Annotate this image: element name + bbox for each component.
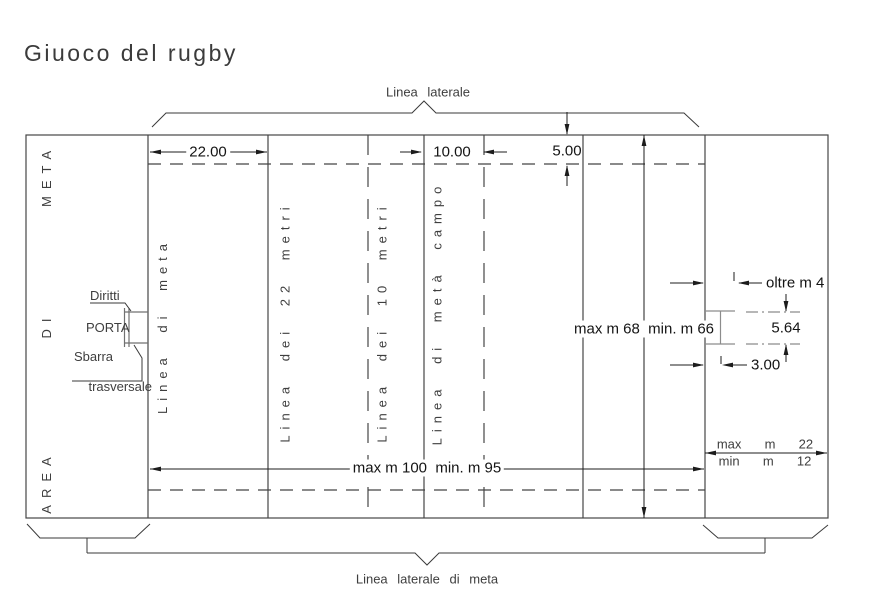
- goal-right: [705, 310, 800, 345]
- dim-ingoal-min-text: min m 12: [718, 453, 812, 469]
- dim-300-text: 3.00: [751, 356, 781, 374]
- top-brace: [151, 100, 700, 128]
- goal-left: [123, 308, 148, 347]
- arrowhead: [783, 344, 789, 355]
- arrowhead: [256, 149, 267, 155]
- arrowhead: [816, 450, 827, 456]
- sbarra-leader: [72, 344, 143, 382]
- arrowhead: [693, 362, 704, 368]
- goal-left-leaders: [72, 302, 143, 382]
- arrowhead: [641, 507, 647, 518]
- goal-label: PORTA: [86, 320, 130, 335]
- dim-length-text: max m 100 min. m 95: [349, 459, 505, 477]
- bottom-brace: [87, 552, 765, 566]
- drawing-title: Giuoco del rugby: [24, 40, 238, 66]
- goal-line-label: Linea di meta: [155, 237, 170, 415]
- line-10m-label: Linea dei 10 metri: [374, 201, 390, 443]
- dim-564-text: 5.64: [771, 319, 801, 337]
- dim-5m-text: 5.00: [552, 142, 582, 160]
- crossbar-label-line1: Sbarra: [74, 349, 114, 364]
- braces: [26, 100, 829, 566]
- arrowhead: [564, 124, 570, 135]
- dim-22m-text: 22.00: [186, 143, 230, 161]
- dimension-arrowheads: [150, 124, 827, 518]
- arrowhead: [641, 135, 647, 146]
- dim-width-text: max m 68 min. m 66: [570, 320, 718, 338]
- arrowhead: [564, 165, 570, 176]
- bottom-left-bracket: [26, 523, 151, 539]
- arrowhead: [722, 362, 733, 368]
- uprights-label: Diritti: [90, 288, 120, 303]
- top-brace-label: Linea laterale: [385, 84, 471, 100]
- field-outline: [25, 134, 829, 519]
- arrowhead: [783, 301, 789, 312]
- diritti-leader: [90, 302, 132, 312]
- halfway-line-label: Linea di metà campo: [429, 180, 445, 446]
- margin-label-area: AREA: [39, 450, 54, 514]
- arrowhead: [411, 149, 422, 155]
- margin-label-di: DI: [39, 311, 54, 339]
- bottom-brace-label: Linea laterale di meta: [355, 571, 499, 587]
- arrowhead: [483, 149, 494, 155]
- crossbar-label-line2: trasversale: [88, 379, 153, 394]
- line-22m-label: Linea dei 22 metri: [277, 201, 293, 443]
- field-lines: [25, 134, 829, 519]
- dim-ingoal-max-text: max m 22: [716, 436, 814, 452]
- bottom-right-bracket: [702, 524, 829, 539]
- arrowhead: [150, 149, 161, 155]
- margin-label-meta: META: [39, 143, 54, 207]
- crossbar-label: Sbarra trasversale: [74, 349, 152, 394]
- arrowhead: [693, 466, 704, 472]
- dim-oltre-text: oltre m 4: [766, 274, 825, 292]
- arrowhead: [705, 450, 716, 456]
- arrowhead: [150, 466, 161, 472]
- arrowhead: [693, 280, 704, 286]
- dim-10m-text: 10.00: [433, 143, 471, 161]
- arrowhead: [738, 280, 749, 286]
